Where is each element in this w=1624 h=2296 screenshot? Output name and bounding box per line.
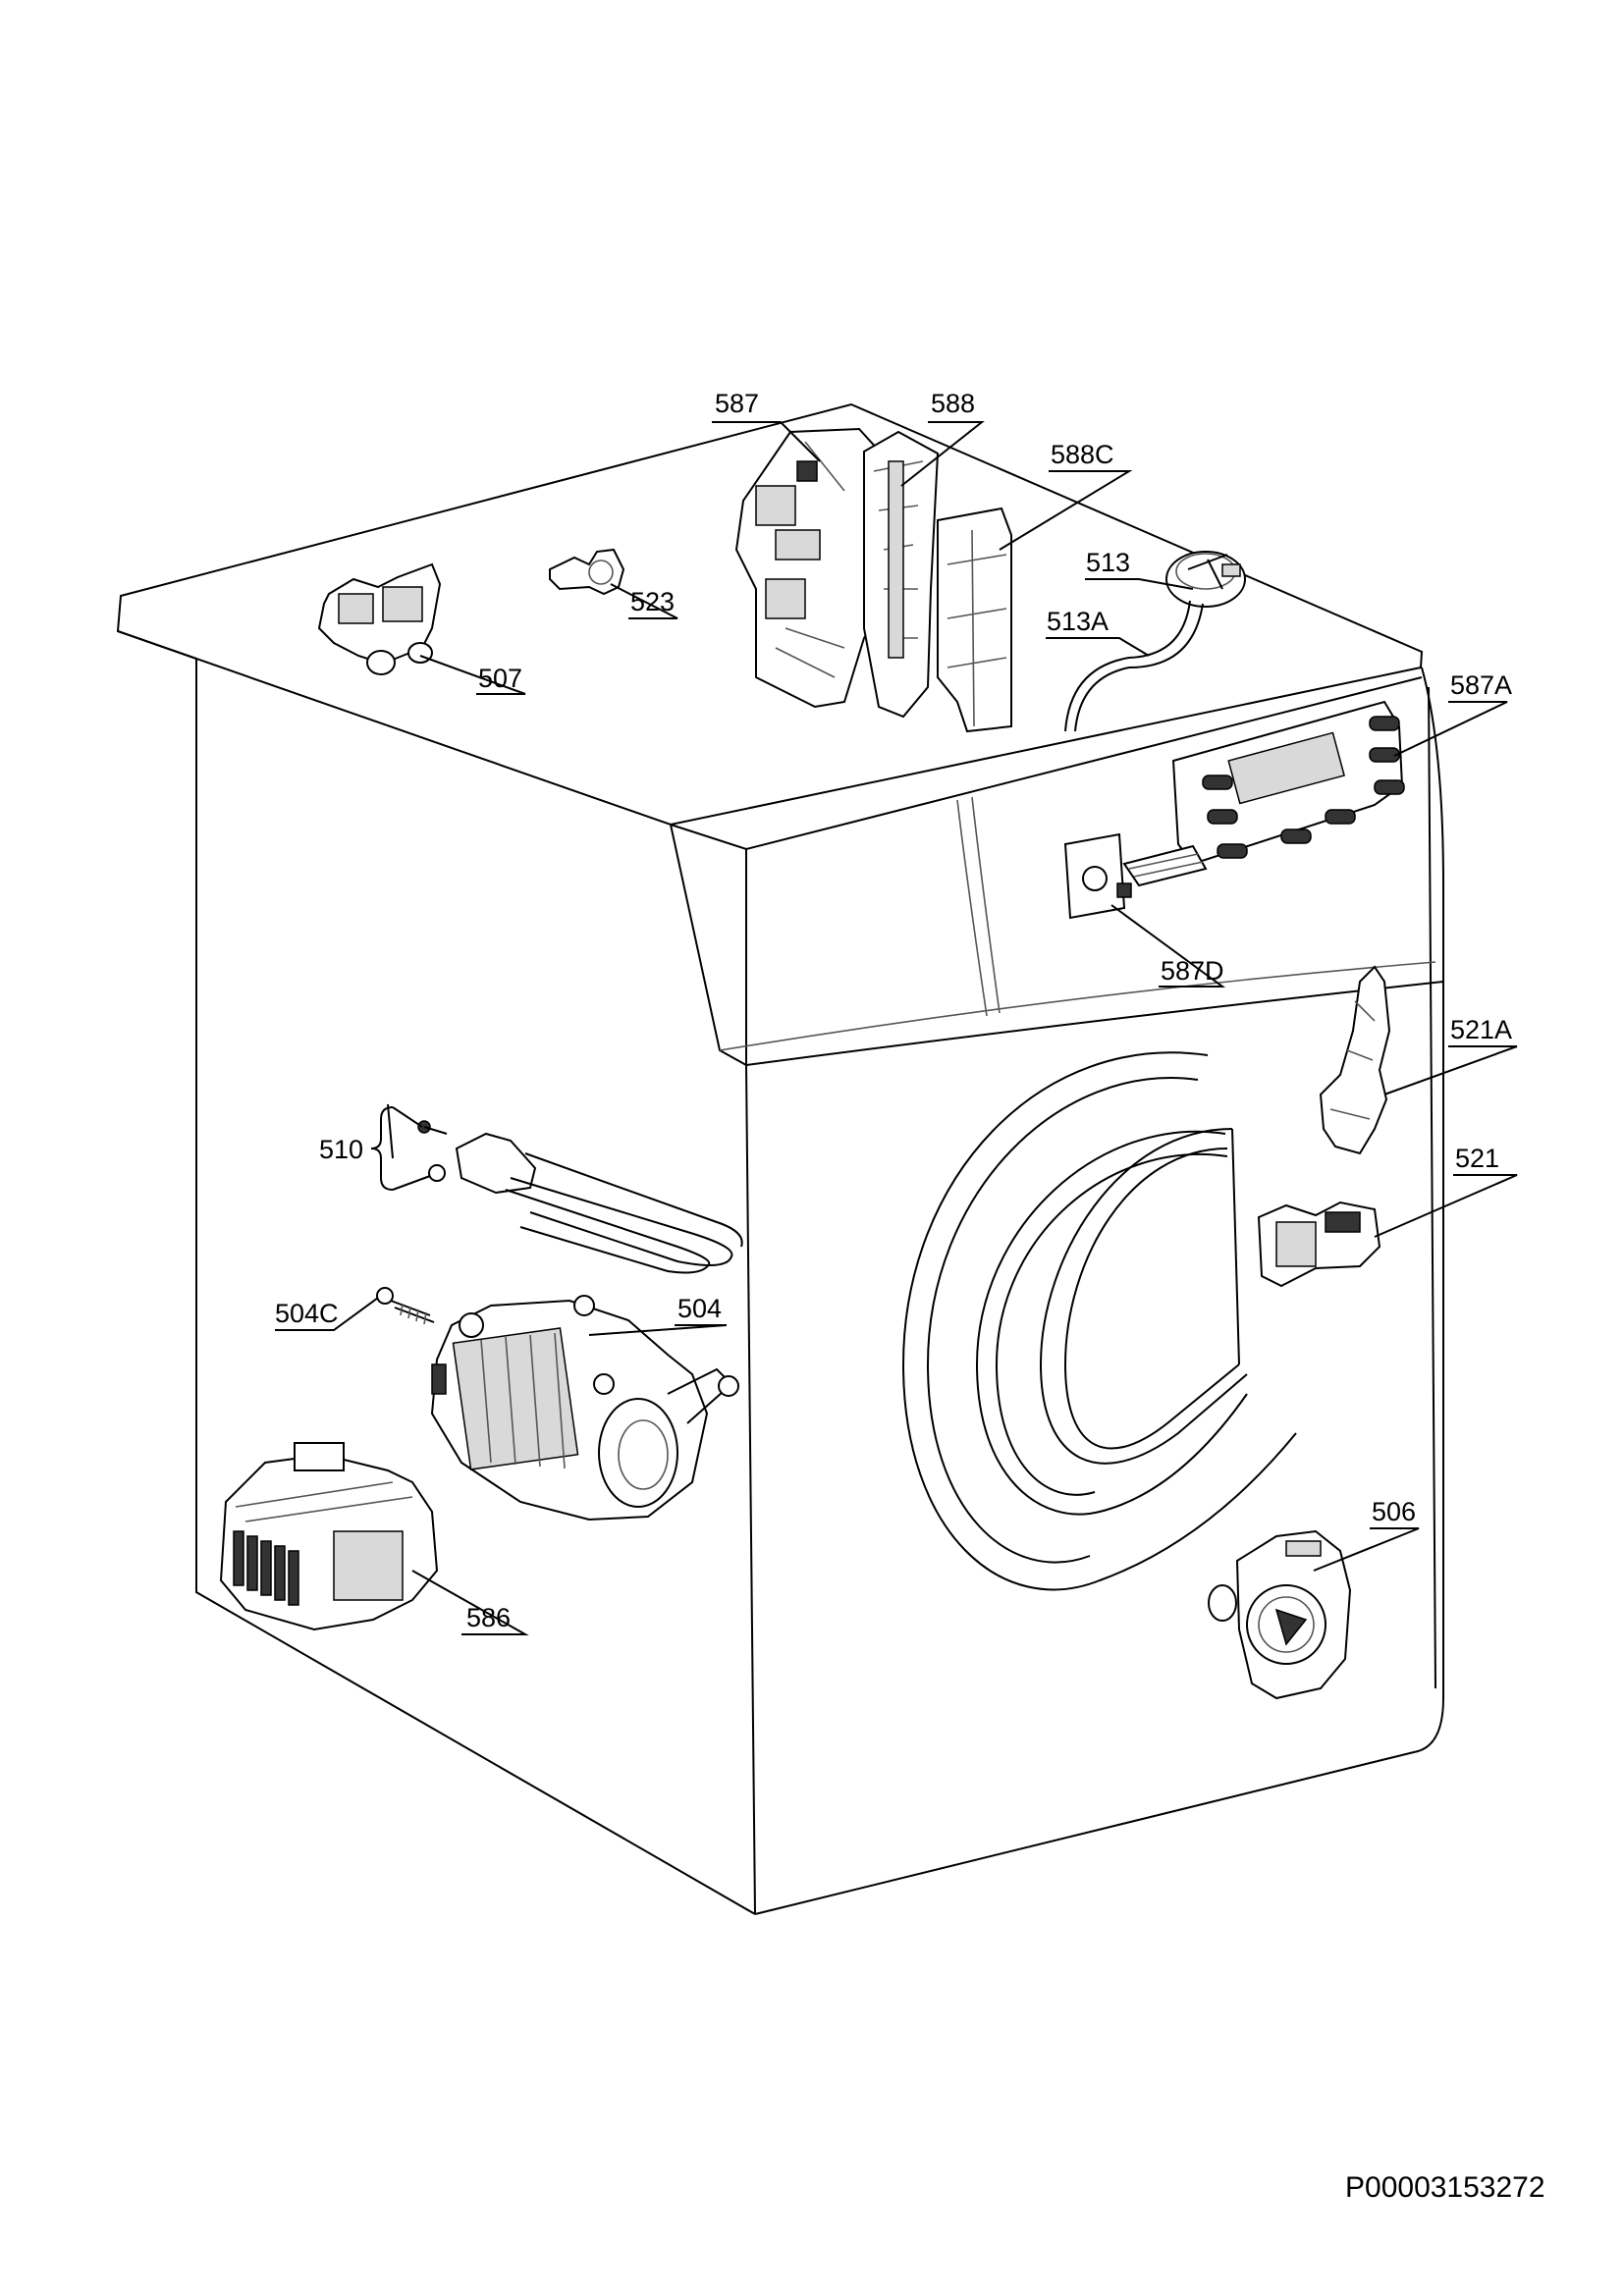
label-587: 587 bbox=[715, 389, 759, 418]
part-504-motor bbox=[430, 1295, 739, 1522]
washing-machine-cabinet bbox=[116, 402, 1444, 1915]
label-586: 586 bbox=[466, 1603, 511, 1632]
part-588c-cover bbox=[937, 507, 1012, 733]
part-588-control-board bbox=[863, 430, 940, 719]
label-506: 506 bbox=[1372, 1497, 1416, 1526]
part-587-electronic-module bbox=[734, 427, 890, 709]
part-587d-knob-board bbox=[1063, 832, 1132, 920]
part-labels: 587 588 588C 513 513A 523 507 587A 587D … bbox=[275, 389, 1512, 1632]
label-513a: 513A bbox=[1047, 607, 1109, 636]
leader-lines bbox=[275, 421, 1518, 1635]
part-506-drain-pump bbox=[1208, 1529, 1352, 1700]
label-588c: 588C bbox=[1051, 440, 1114, 469]
label-587a: 587A bbox=[1450, 670, 1512, 700]
part-504c-motor-screw bbox=[376, 1287, 435, 1325]
part-521-door-interlock bbox=[1257, 1201, 1381, 1288]
label-507: 507 bbox=[478, 664, 522, 693]
document-number: P00003153272 bbox=[1345, 2171, 1545, 2204]
label-521: 521 bbox=[1455, 1144, 1499, 1173]
label-510: 510 bbox=[319, 1135, 363, 1164]
part-523-clip bbox=[549, 548, 625, 596]
part-513a-pressure-hose bbox=[1064, 600, 1204, 732]
part-521a-door-lock-bracket bbox=[1319, 965, 1391, 1155]
part-510-heating-element bbox=[387, 1103, 743, 1274]
label-521a: 521A bbox=[1450, 1015, 1512, 1044]
label-587d: 587D bbox=[1161, 956, 1224, 986]
label-504: 504 bbox=[677, 1294, 722, 1323]
part-586-motor-control-module bbox=[219, 1442, 439, 1631]
part-587a-display-board bbox=[1122, 700, 1405, 887]
part-513-pressure-switch bbox=[1165, 551, 1246, 608]
label-513: 513 bbox=[1086, 548, 1130, 577]
label-504c: 504C bbox=[275, 1299, 339, 1328]
part-507-inlet-valve bbox=[317, 562, 442, 675]
label-523: 523 bbox=[630, 587, 675, 616]
label-588: 588 bbox=[931, 389, 975, 418]
